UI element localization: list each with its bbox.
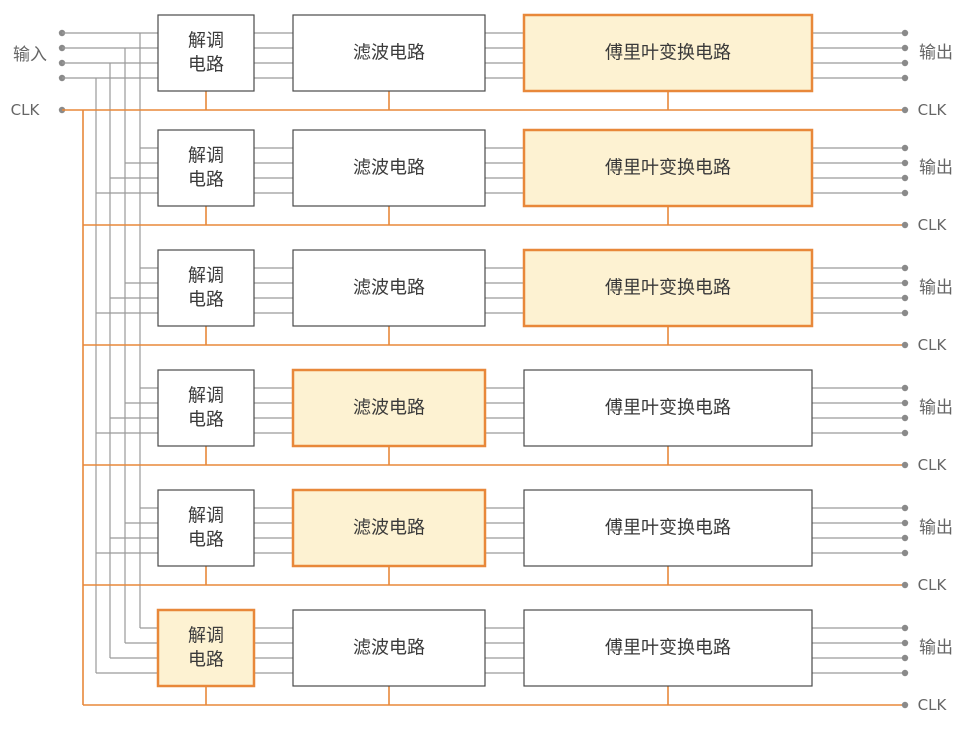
- filter-label: 滤波电路: [353, 43, 425, 64]
- output-terminal-dot: [901, 294, 909, 302]
- output-label: 输出: [919, 43, 953, 63]
- demod-block: [157, 369, 255, 447]
- input-label: 输入: [13, 45, 47, 65]
- output-terminal-dot: [901, 534, 909, 542]
- output-terminal-dot: [901, 144, 909, 152]
- clk-output-label: CLK: [918, 216, 948, 234]
- demod-label-line2: 电路: [188, 530, 224, 551]
- demod-block: [157, 129, 255, 207]
- demod-label-line2: 电路: [188, 650, 224, 671]
- output-label: 输出: [919, 158, 953, 178]
- clk-output-dot: [901, 701, 909, 709]
- output-terminal-dot: [901, 309, 909, 317]
- filter-label: 滤波电路: [353, 278, 425, 299]
- filter-label: 滤波电路: [353, 158, 425, 179]
- output-terminal-dot: [901, 29, 909, 37]
- demod-label-line2: 电路: [188, 290, 224, 311]
- demod-block: [156, 608, 256, 688]
- clk-output-label: CLK: [918, 101, 948, 119]
- output-terminal-dot: [901, 669, 909, 677]
- filter-label: 滤波电路: [353, 398, 425, 419]
- fft-block: [523, 609, 813, 687]
- filter-block: [292, 129, 486, 207]
- fft-label: 傅里叶变换电路: [605, 43, 731, 64]
- filter-block: [292, 609, 486, 687]
- clk-output-dot: [901, 581, 909, 589]
- clk-output-label: CLK: [918, 456, 948, 474]
- clk-input-label: CLK: [11, 101, 41, 119]
- clk-output-dot: [901, 461, 909, 469]
- output-terminal-dot: [901, 549, 909, 557]
- output-label: 输出: [919, 398, 953, 418]
- output-terminal-dot: [901, 189, 909, 197]
- demod-block: [157, 14, 255, 92]
- fft-label: 傅里叶变换电路: [605, 158, 731, 179]
- demod-block: [157, 489, 255, 567]
- filter-block: [291, 488, 487, 568]
- filter-block: [291, 368, 487, 448]
- output-terminal-dot: [901, 624, 909, 632]
- fft-label: 傅里叶变换电路: [605, 278, 731, 299]
- output-terminal-dot: [901, 399, 909, 407]
- output-label: 输出: [919, 518, 953, 538]
- fft-label: 傅里叶变换电路: [605, 398, 731, 419]
- output-label: 输出: [919, 638, 953, 658]
- demod-label-line1: 解调: [188, 146, 224, 167]
- demod-label-line2: 电路: [188, 55, 224, 76]
- demod-label-line1: 解调: [188, 626, 224, 647]
- clk-output-dot: [901, 341, 909, 349]
- demod-label-line2: 电路: [188, 170, 224, 191]
- filter-block: [292, 14, 486, 92]
- output-terminal-dot: [901, 384, 909, 392]
- clk-output-label: CLK: [918, 696, 948, 714]
- fft-label: 傅里叶变换电路: [605, 638, 731, 659]
- clk-output-dot: [901, 106, 909, 114]
- output-terminal-dot: [901, 279, 909, 287]
- output-terminal-dot: [901, 74, 909, 82]
- demod-label-line1: 解调: [188, 386, 224, 407]
- output-terminal-dot: [901, 44, 909, 52]
- filter-label: 滤波电路: [353, 638, 425, 659]
- output-terminal-dot: [901, 654, 909, 662]
- fft-block: [522, 128, 814, 208]
- output-terminal-dot: [901, 159, 909, 167]
- fft-label: 傅里叶变换电路: [605, 518, 731, 539]
- fft-block: [523, 489, 813, 567]
- demod-label-line1: 解调: [188, 31, 224, 52]
- output-terminal-dot: [901, 264, 909, 272]
- clk-output-label: CLK: [918, 576, 948, 594]
- output-terminal-dot: [901, 519, 909, 527]
- demod-label-line1: 解调: [188, 506, 224, 527]
- output-terminal-dot: [901, 429, 909, 437]
- filter-label: 滤波电路: [353, 518, 425, 539]
- output-terminal-dot: [901, 414, 909, 422]
- demod-label-line1: 解调: [188, 266, 224, 287]
- demod-label-line2: 电路: [188, 410, 224, 431]
- demod-block: [157, 249, 255, 327]
- filter-block: [292, 249, 486, 327]
- fft-block: [522, 248, 814, 328]
- clk-output-dot: [901, 221, 909, 229]
- output-terminal-dot: [901, 174, 909, 182]
- clk-output-label: CLK: [918, 336, 948, 354]
- output-terminal-dot: [901, 639, 909, 647]
- output-terminal-dot: [901, 504, 909, 512]
- fft-block: [522, 13, 814, 93]
- output-terminal-dot: [901, 59, 909, 67]
- output-label: 输出: [919, 278, 953, 298]
- fft-block: [523, 369, 813, 447]
